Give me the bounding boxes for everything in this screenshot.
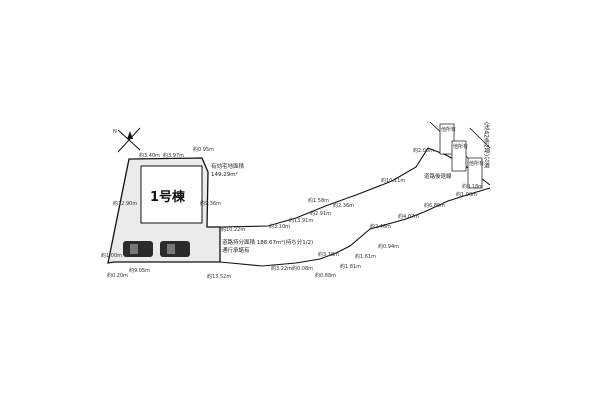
dimension-label: 約0.88m bbox=[315, 272, 336, 279]
dimension-label: 約2.36m bbox=[333, 202, 354, 209]
road-upper-boundary bbox=[219, 147, 491, 228]
dimension-label: 約13.91m bbox=[289, 217, 313, 224]
dimension-label: 約13.52m bbox=[207, 273, 231, 280]
dimension-label: 約0.20m bbox=[107, 272, 128, 279]
dimension-label: 約0.18m bbox=[462, 183, 483, 190]
dimension-label: 約3.97m bbox=[163, 152, 184, 159]
road-share-label: 道路持分面積 188.67m²(持ち分1/2) bbox=[222, 238, 313, 246]
house-footprint bbox=[140, 165, 203, 224]
lot-area-label: 有効宅地面積 bbox=[211, 162, 245, 170]
dimension-label: 約3.18m bbox=[318, 251, 339, 258]
building-label: 1号棟 bbox=[150, 189, 186, 205]
lot-area-value: 149.29m² bbox=[211, 171, 238, 178]
dimension-label: 約9.36m bbox=[200, 200, 221, 207]
dimension-label: 約3.40m bbox=[139, 152, 160, 159]
svg-text:N: N bbox=[113, 129, 117, 135]
dimension-label: 約1.00m bbox=[101, 252, 122, 259]
dimension-label: 約2.46m bbox=[370, 223, 391, 230]
dimension-label: 約1.00m bbox=[456, 191, 477, 198]
car-icon bbox=[160, 241, 190, 257]
road-share-note: 通行承諾有 bbox=[222, 246, 250, 254]
dimension-label: 約0.94m bbox=[378, 243, 399, 250]
dimension-label: 約3.22m bbox=[271, 265, 292, 272]
dimension-label: 約2.91m bbox=[310, 210, 331, 217]
car-icon bbox=[123, 241, 153, 257]
dimension-label: 約0.95m bbox=[193, 146, 214, 153]
dimension-label: 約4.07m bbox=[398, 213, 419, 220]
dimension-label: 約2.00m bbox=[413, 147, 434, 154]
owner-label: 他所有 bbox=[441, 126, 456, 133]
dimension-label: 約1.81m bbox=[340, 263, 361, 270]
dimension-label: 約3.10m bbox=[269, 223, 290, 230]
private-road-label: 道路後退線 bbox=[424, 172, 452, 180]
owner-label: 他所有 bbox=[453, 143, 468, 150]
owner-label: 他所有 bbox=[469, 160, 484, 167]
dimension-label: 約10.22m bbox=[221, 226, 245, 233]
dimension-label: 約9.05m bbox=[129, 267, 150, 274]
road-lower-boundary bbox=[114, 187, 491, 267]
dimension-label: 約1.61m bbox=[355, 253, 376, 260]
north-compass-icon: N bbox=[113, 127, 141, 153]
public-road-label: (法42条2項)公道 bbox=[483, 122, 490, 169]
dimension-label: 約1.58m bbox=[308, 197, 329, 204]
dimension-label: 約6.89m bbox=[424, 202, 445, 209]
dimension-label: 約12.90m bbox=[113, 200, 137, 207]
dimension-label: 約10.11m bbox=[381, 177, 405, 184]
dimension-label: 約0.08m bbox=[292, 265, 313, 272]
